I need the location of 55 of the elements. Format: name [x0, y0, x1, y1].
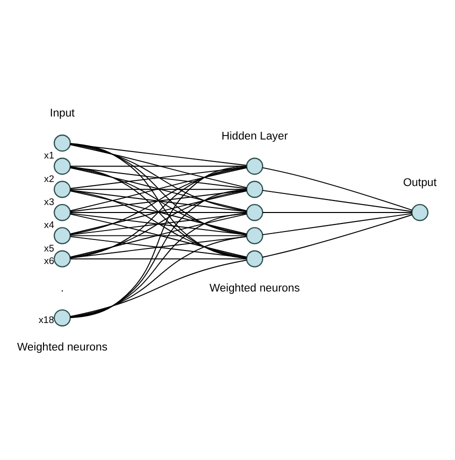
connector [262, 189, 412, 212]
connector [70, 234, 248, 236]
connector [70, 166, 247, 258]
connector [70, 213, 248, 258]
node-label: x2 [44, 173, 54, 184]
connector [70, 188, 248, 318]
node-circle [411, 203, 428, 221]
connector [70, 258, 248, 259]
connector [70, 143, 248, 166]
node-circle [246, 226, 264, 244]
connector [262, 212, 412, 213]
connector [70, 144, 248, 188]
node-label: x1 [44, 150, 54, 162]
node-circle [54, 250, 71, 267]
node-circle [246, 250, 264, 267]
node-label: x3 [44, 196, 54, 208]
connector [70, 143, 248, 212]
node-circle [54, 180, 71, 198]
connector [70, 212, 248, 235]
connector [70, 189, 248, 258]
connector [70, 165, 247, 318]
node-label: x4 [44, 220, 54, 231]
connector [70, 142, 247, 258]
label: Hidden Layer [221, 130, 288, 142]
node-circle [246, 157, 264, 174]
label: Weighted neurons [209, 282, 300, 294]
connector [262, 212, 412, 235]
node-circle [246, 180, 264, 198]
connector [70, 236, 248, 317]
connector [70, 236, 248, 258]
node-label: x18 [38, 314, 54, 326]
node-circle [54, 226, 71, 244]
connector [70, 212, 248, 213]
label: Weighted neurons [17, 340, 108, 353]
connector [262, 166, 413, 210]
node-circle [54, 308, 71, 326]
connector [70, 189, 248, 212]
connector [70, 166, 248, 211]
node-label: x5 [44, 242, 54, 254]
connector [70, 188, 248, 190]
connector [70, 212, 247, 318]
connector [70, 166, 248, 234]
node-circle [54, 134, 71, 152]
label: Input [50, 107, 75, 120]
node-circle [246, 203, 264, 221]
label: Output [403, 176, 437, 188]
connector [70, 190, 248, 234]
node-circle [54, 157, 71, 174]
node-circle [54, 203, 71, 221]
connector [262, 214, 413, 258]
label: . [60, 282, 64, 294]
node-label: x6 [44, 256, 54, 267]
connector [70, 166, 248, 188]
connector [70, 142, 247, 235]
connector [70, 259, 248, 316]
